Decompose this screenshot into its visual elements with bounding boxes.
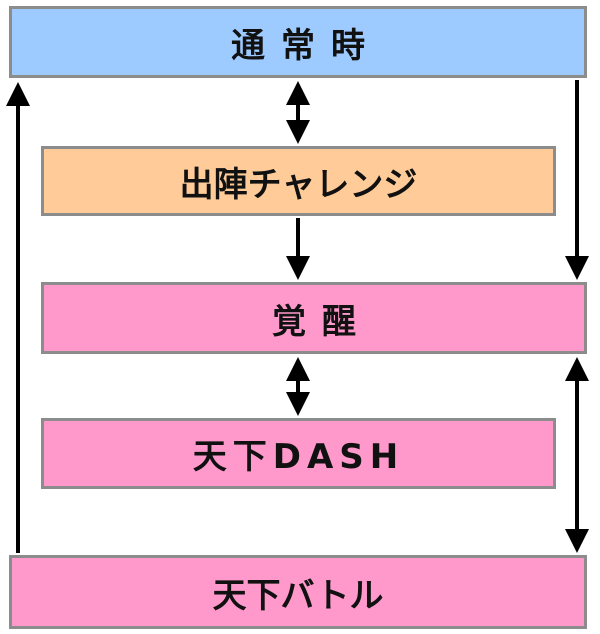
node-shutsujin-challenge: 出陣チャレンジ <box>41 146 556 216</box>
node-tenka-battle-label: 天下バトル <box>212 575 384 616</box>
node-tenka-dash-label: 天下DASH <box>192 437 405 477</box>
node-shutsujin-challenge-label: 出陣チャレンジ <box>179 164 418 205</box>
node-kakusei: 覚醒 <box>41 282 587 354</box>
node-tenka-dash: 天下DASH <box>41 418 556 489</box>
node-kakusei-label: 覚醒 <box>272 301 372 342</box>
node-normal-label: 通常時 <box>231 25 381 66</box>
node-tenka-battle: 天下バトル <box>9 555 587 629</box>
node-normal: 通常時 <box>9 6 587 78</box>
